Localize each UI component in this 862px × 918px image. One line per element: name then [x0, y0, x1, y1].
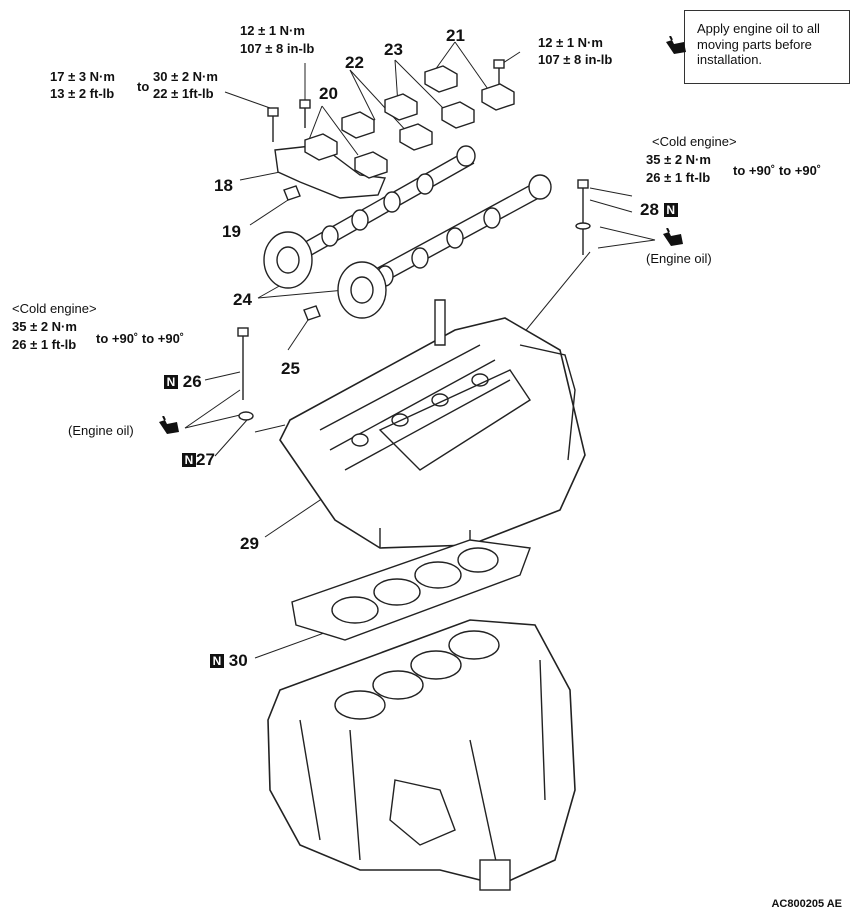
bearing-caps	[304, 65, 515, 179]
cold-engine-left-heading: <Cold engine>	[12, 301, 97, 316]
figure-reference-code: AC800205 AE	[771, 898, 842, 910]
new-part-mark: N	[182, 453, 196, 467]
part-18: 18	[214, 176, 233, 195]
torque-20-nm: 12 ± 1 N·m	[240, 23, 305, 38]
torque-18-initial-ftlb: 13 ± 2 ft-lb	[50, 86, 115, 101]
note-line-1: Apply engine oil to all	[697, 21, 820, 36]
cold-engine-right-heading: <Cold engine>	[652, 134, 737, 149]
part-28: 28 N	[640, 200, 678, 220]
engine-oil-left-label: (Engine oil)	[68, 423, 134, 438]
engine-oil-right-label: (Engine oil)	[646, 251, 712, 266]
torque-18-final-nm: 30 ± 2 N·m	[153, 69, 218, 84]
torque-20-inlb: 107 ± 8 in-lb	[240, 41, 315, 56]
head-bolt-right	[575, 179, 591, 255]
note-line-2: moving parts before	[697, 36, 812, 52]
torque-18-initial-nm: 17 ± 3 N·m	[50, 69, 115, 84]
camshafts	[299, 145, 552, 297]
oil-can-icon-left	[159, 416, 179, 434]
note-line-3: installation.	[697, 52, 763, 68]
oil-can-icon	[666, 36, 686, 54]
head-gasket	[291, 539, 531, 641]
torque-21-inlb: 107 ± 8 in-lb	[538, 52, 613, 67]
camshaft-bearing-25	[303, 305, 321, 321]
part-29: 29	[240, 534, 259, 553]
cold-engine-left-angle: to +90˚ to +90˚	[96, 331, 185, 346]
part-25: 25	[281, 359, 300, 378]
part-28-number: 28	[640, 200, 659, 219]
note-box: Apply engine oil to all moving parts bef…	[684, 10, 850, 84]
camshaft-bearing-19	[283, 185, 301, 201]
oil-can-icon-right	[663, 228, 683, 246]
torque-18-to: to	[137, 79, 150, 94]
camshaft-sprockets	[263, 231, 387, 319]
part-19: 19	[222, 222, 241, 241]
small-bolts	[267, 59, 505, 142]
cylinder-head	[279, 299, 586, 549]
part-30-number: 30	[228, 651, 248, 670]
part-21: 21	[446, 26, 465, 45]
cold-engine-right-angle: to +90˚ to +90˚	[733, 163, 822, 178]
cold-engine-right-ftlb: 26 ± 1 ft-lb	[646, 170, 711, 185]
part-24: 24	[233, 290, 252, 309]
note-text: Apply engine oil to all moving parts bef…	[697, 21, 847, 68]
part-26-number: 26	[182, 372, 202, 391]
cold-engine-left-nm: 35 ± 2 N·m	[12, 319, 77, 334]
torque-18-final-ftlb: 22 ± 1ft-lb	[153, 86, 214, 101]
cold-engine-left-ftlb: 26 ± 1 ft-lb	[12, 337, 77, 352]
part-22: 22	[345, 53, 364, 72]
cold-engine-right-nm: 35 ± 2 N·m	[646, 152, 711, 167]
part-26: N 26	[164, 372, 202, 392]
part-30: N 30	[210, 651, 248, 671]
part-23: 23	[384, 40, 403, 59]
new-part-mark: N	[164, 375, 178, 389]
head-bolt-left	[237, 327, 254, 421]
part-20: 20	[319, 84, 338, 103]
cylinder-block	[267, 619, 576, 891]
part-27-number: 27	[196, 450, 215, 469]
new-part-mark: N	[210, 654, 224, 668]
torque-21-nm: 12 ± 1 N·m	[538, 35, 603, 50]
new-part-mark: N	[663, 203, 678, 217]
